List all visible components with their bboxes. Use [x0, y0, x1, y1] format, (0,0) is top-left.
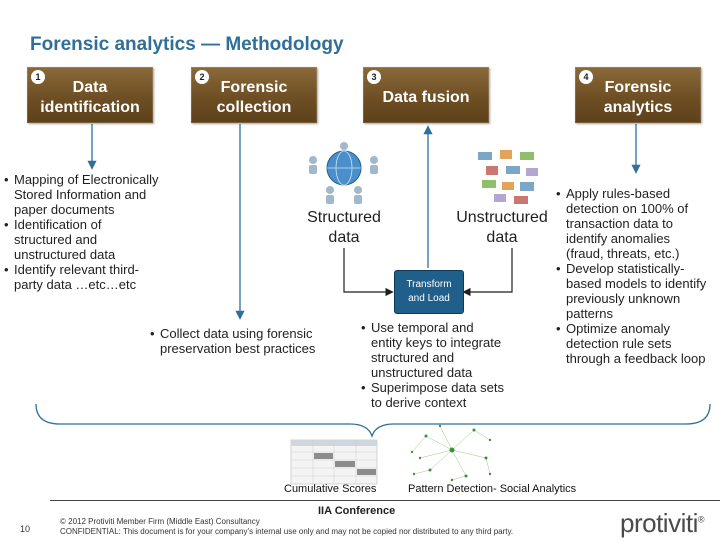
bullet-item: Collect data using forensicpreservation … — [150, 326, 340, 356]
conference-label: IIA Conference — [318, 505, 396, 517]
bullet-item: Develop statistically-based models to id… — [556, 261, 726, 321]
phase-label-line1: Data fusion — [382, 89, 470, 106]
structured-data-icon — [309, 142, 378, 204]
phase-number: 2 — [195, 70, 209, 84]
unstructured-data-icon — [478, 150, 538, 204]
pattern-detection-caption: Pattern Detection- Social Analytics — [408, 483, 577, 495]
cumulative-scores-caption: Cumulative Scores — [284, 483, 377, 495]
phase-label-line2: identification — [40, 99, 140, 116]
phase-label-line1: Forensic — [604, 79, 672, 96]
phase-number: 1 — [31, 70, 45, 84]
phase-forensic-collection: 2 Forensic collection — [191, 67, 317, 123]
copyright-text: © 2012 Protiviti Member Firm (Middle Eas… — [60, 517, 260, 526]
phase-number: 3 — [367, 70, 381, 84]
pattern-detection-thumbnail — [410, 424, 492, 482]
brand-logo: protiviti® — [620, 508, 705, 538]
phase-label-line2: analytics — [603, 99, 673, 116]
confidential-text: CONFIDENTIAL: This document is for your … — [60, 527, 514, 536]
cumulative-scores-thumbnail — [290, 439, 378, 485]
phase-label-line2: collection — [216, 99, 292, 116]
collection-bullets: Collect data using forensicpreservation … — [150, 326, 340, 356]
phase-data-fusion: 3 Data fusion — [363, 67, 489, 123]
phase-label-line1: Data — [72, 79, 108, 96]
page-title: Forensic analytics — Methodology — [30, 34, 344, 55]
phase-number: 4 — [579, 70, 593, 84]
phase-label-line1: Forensic — [220, 79, 288, 96]
footer-divider — [50, 500, 720, 501]
bullet-item: Identify relevant third-party data …etc…… — [4, 262, 184, 292]
phase-data-identification: 1 Data identification — [27, 67, 153, 123]
page-number: 10 — [20, 524, 31, 534]
phase-forensic-analytics: 4 Forensic analytics — [575, 67, 701, 123]
